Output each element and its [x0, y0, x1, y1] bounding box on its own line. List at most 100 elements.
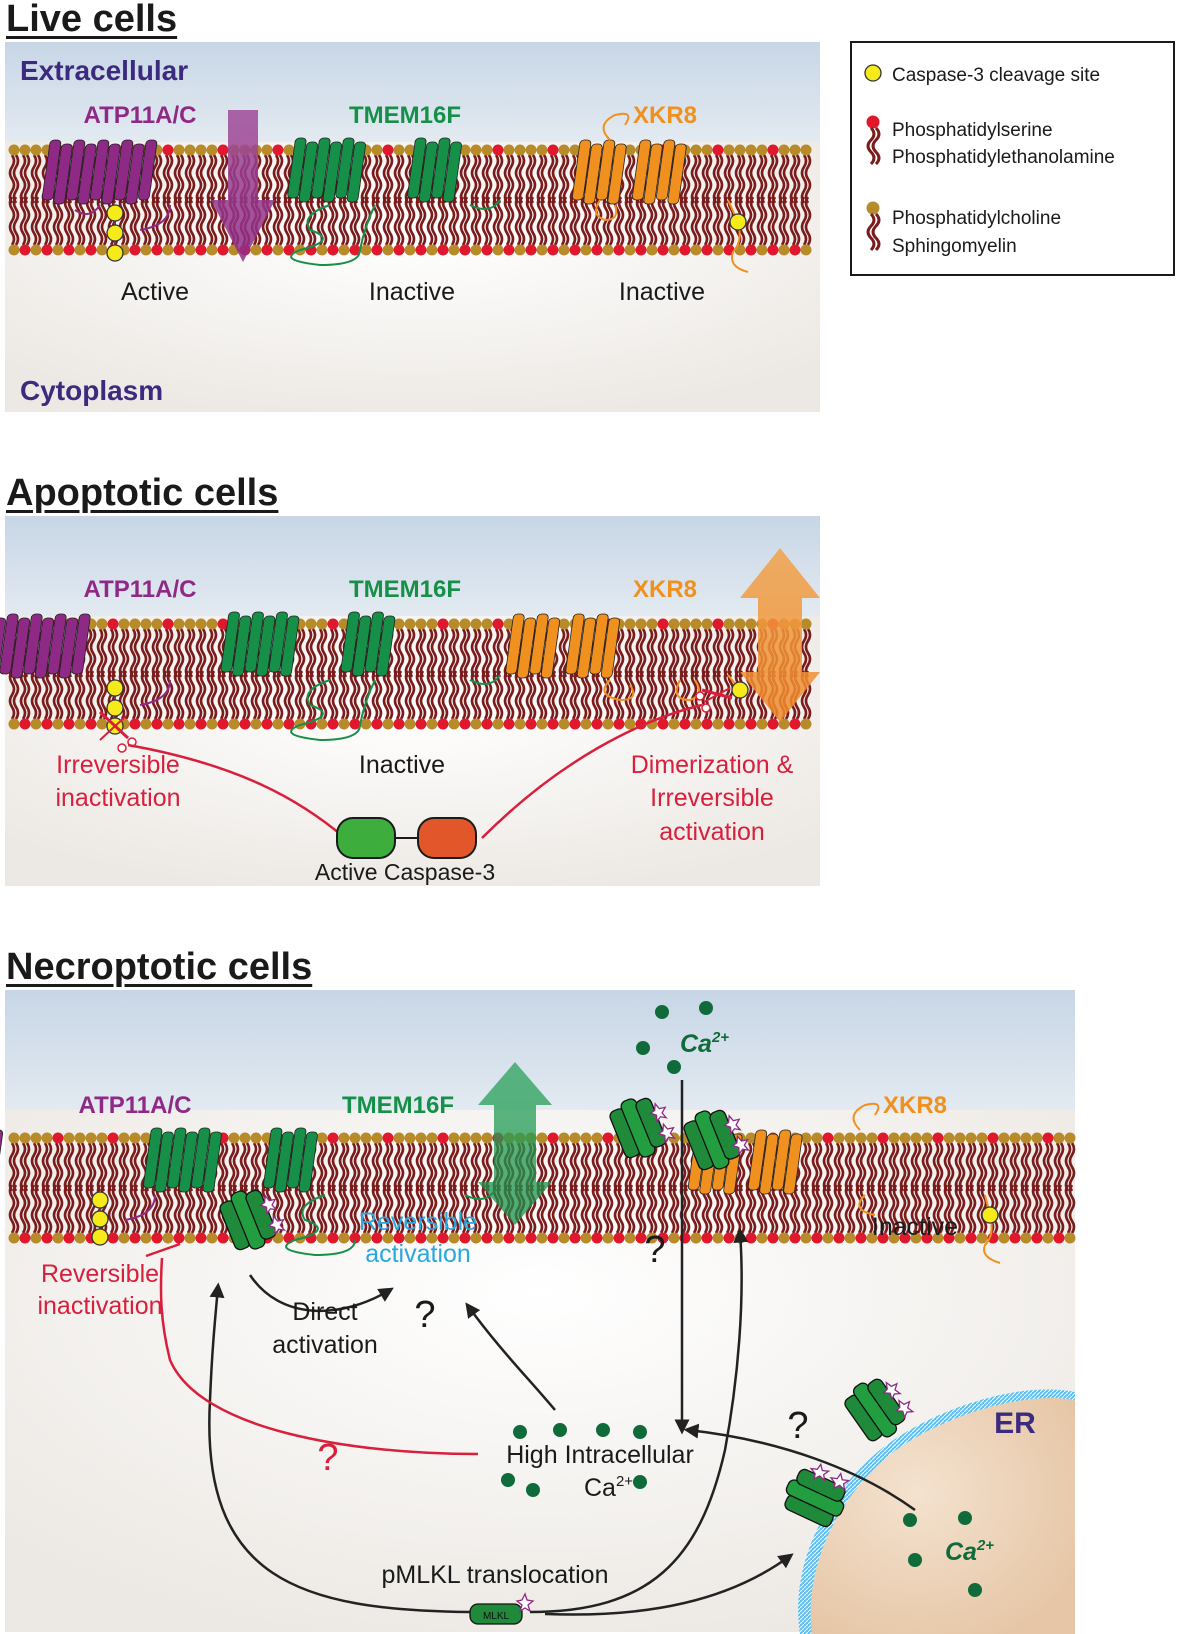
helix — [565, 613, 585, 675]
caspase3-icon — [336, 817, 477, 859]
caspase3-label: Active Caspase-3 — [315, 859, 495, 885]
helix — [0, 613, 19, 675]
phospho-star-icon — [267, 1214, 287, 1236]
helix — [407, 137, 427, 199]
scramblase-bidirectional-arrow — [740, 548, 820, 722]
inhibition-line — [145, 1242, 479, 1456]
helix — [589, 613, 609, 675]
helix — [335, 137, 355, 199]
cleavage-site-icon — [106, 244, 124, 262]
ca-er-label: Ca2+ — [945, 1537, 994, 1566]
pmlkl-to-membrane-left-arrow — [208, 1282, 471, 1614]
helix — [244, 611, 264, 673]
helix — [311, 137, 331, 199]
helix — [540, 617, 561, 679]
apo-atp11-protein — [0, 613, 171, 753]
ca-extracellular-dots — [636, 1001, 713, 1074]
cleavage-site-icon — [981, 1206, 999, 1224]
helix — [376, 615, 396, 677]
live-xkr8-state: Inactive — [619, 278, 705, 306]
helix — [576, 617, 597, 679]
cytoplasm-label: Cytoplasm — [20, 375, 163, 406]
helix — [783, 1133, 803, 1195]
helix — [191, 1127, 211, 1189]
pmlkl-oligomer-icon — [844, 1378, 915, 1442]
live-atp-cleavage-chain — [106, 204, 124, 262]
mlkl-label: MLKL — [483, 1611, 510, 1622]
phospho-star-icon — [258, 1194, 278, 1216]
flippase-inward-arrow — [211, 110, 275, 262]
phospho-star-icon — [809, 1462, 831, 1482]
helix — [66, 139, 86, 201]
pmlkl-to-er-arrow — [544, 1553, 794, 1616]
helix — [607, 143, 627, 205]
helix — [352, 615, 372, 677]
helix — [298, 1131, 318, 1193]
necro-tmem16f-state-2: activation — [365, 1240, 471, 1268]
cleavage-site-icon — [91, 1210, 109, 1228]
helix — [114, 139, 134, 201]
pmlkl-translocation-label: pMLKL translocation — [382, 1561, 609, 1589]
phospho-star-icon — [657, 1122, 677, 1144]
pmlkl-to-membrane-mid-arrow — [529, 1227, 749, 1614]
direct-activation-2: activation — [272, 1331, 378, 1359]
necro-atp11-state-1: Reversible — [41, 1260, 159, 1288]
apo-tmem16f-protein — [220, 611, 501, 742]
ca-to-tmem-arrow — [465, 1302, 556, 1411]
helix — [516, 617, 537, 679]
scissors-icon — [695, 687, 733, 713]
helix — [442, 141, 462, 203]
apo-xkr8-state-3: activation — [659, 818, 765, 846]
high-ca-label-1: High Intracellular — [506, 1441, 694, 1469]
live-extracellular-bg — [5, 42, 820, 142]
helix — [77, 143, 97, 205]
cleavage-site-icon — [91, 1228, 109, 1246]
helix — [138, 139, 158, 201]
pmlkl-oligomer-icon — [683, 1109, 751, 1171]
live-atp11-label: ATP11A/C — [84, 102, 197, 129]
helix — [47, 613, 67, 675]
cleavage-site-icon — [106, 204, 124, 222]
helix — [232, 615, 252, 677]
necro-tmem16f-label: TMEM16F — [342, 1092, 454, 1119]
phospho-star-icon — [894, 1399, 915, 1420]
apo-xkr8-state-2: Irreversible — [650, 784, 774, 812]
apo-atp11-label: ATP11A/C — [84, 576, 197, 603]
helix — [0, 1129, 4, 1191]
helix — [431, 137, 451, 199]
helix — [263, 1127, 283, 1189]
necroptotic-panel: MLKL ATP — [0, 990, 1076, 1634]
helix — [632, 139, 652, 201]
scissors-icon — [98, 710, 137, 753]
apo-xkr8-state-1: Dimerization & — [631, 751, 794, 779]
apo-tmem16f-state: Inactive — [359, 751, 445, 779]
helix — [178, 1131, 198, 1193]
cleavage-site-icon — [91, 1191, 109, 1209]
helix — [656, 139, 676, 201]
helix — [287, 137, 307, 199]
legend-cleavage: Caspase-3 cleavage site — [892, 65, 1100, 86]
live-xkr8-protein — [572, 112, 749, 273]
live-tmem16f-label: TMEM16F — [349, 102, 461, 129]
helix — [42, 139, 62, 201]
helix — [220, 611, 240, 673]
live-atp11-state: Active — [121, 278, 189, 306]
phospho-star-icon — [882, 1381, 902, 1402]
cleavage-site-icon — [106, 224, 124, 242]
helix — [747, 1129, 768, 1191]
live-cells-title: Live cells — [6, 0, 178, 40]
apo-atp11-state-1: Irreversible — [56, 751, 180, 779]
ps-lipid-legend-icon — [866, 115, 881, 166]
legend-ps-line2: Phosphatidylethanolamine — [892, 147, 1115, 168]
helix — [101, 143, 121, 205]
live-tmem16f-state: Inactive — [369, 278, 455, 306]
question-mark-1: ? — [414, 1294, 435, 1336]
ca-extracellular-label: Ca2+ — [680, 1029, 729, 1058]
helix — [759, 1133, 779, 1195]
necroptotic-cells-title: Necroptotic cells — [6, 946, 313, 988]
tmem16f-bidirectional-arrow — [478, 1062, 552, 1225]
helix — [143, 1127, 163, 1189]
helix — [256, 615, 276, 677]
apo-xkr8-label: XKR8 — [633, 576, 697, 603]
